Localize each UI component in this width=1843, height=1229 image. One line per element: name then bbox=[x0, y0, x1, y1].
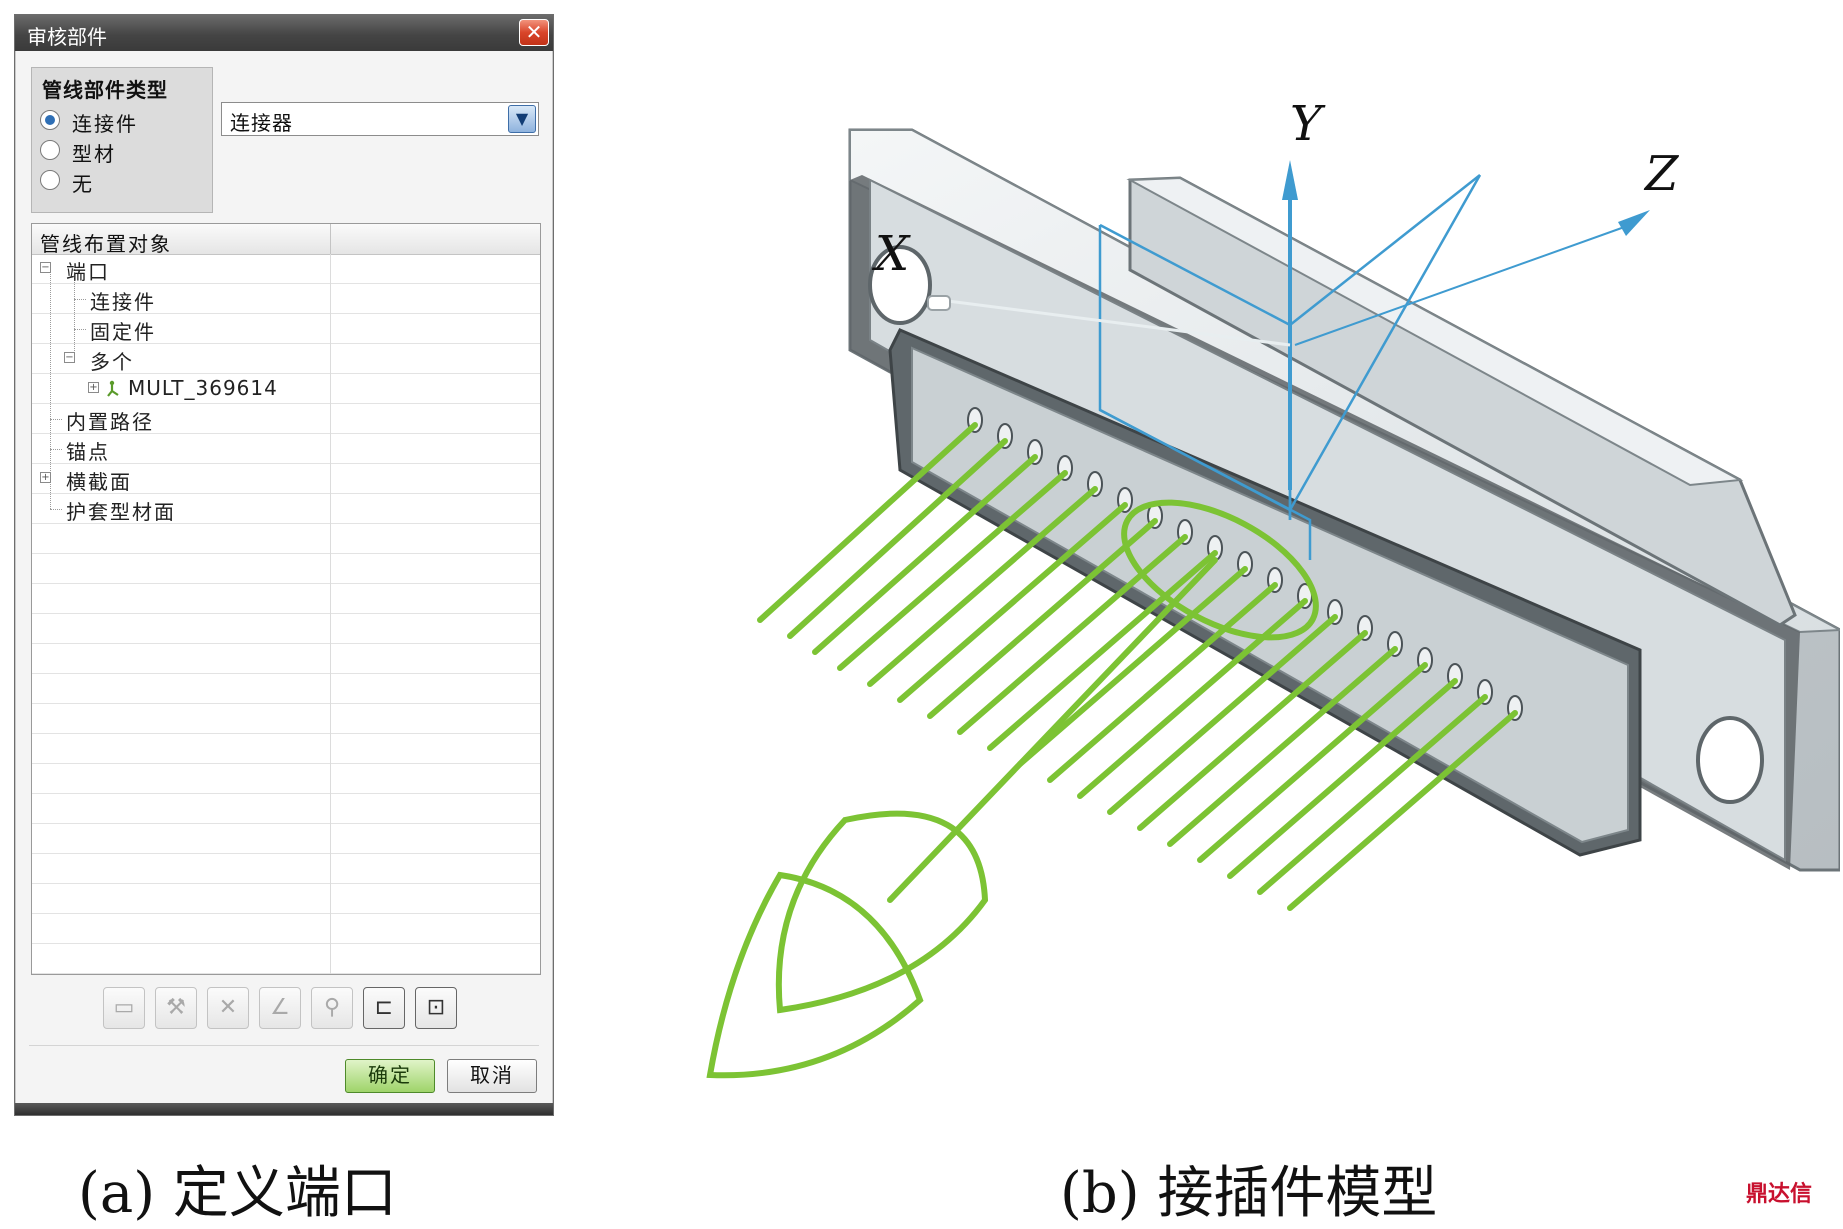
ok-button[interactable]: 确定 bbox=[345, 1059, 435, 1093]
expand-icon[interactable]: + bbox=[88, 382, 99, 393]
tree-line bbox=[50, 449, 62, 450]
dialog-titlebar[interactable]: 审核部件 ✕ bbox=[15, 15, 553, 51]
part-icon bbox=[107, 380, 119, 397]
tree-line bbox=[50, 269, 51, 509]
tree-item-label: 多个 bbox=[90, 350, 134, 374]
mounting-hole bbox=[868, 245, 932, 325]
dialog-bottom-bar bbox=[15, 1103, 553, 1115]
tree-line bbox=[74, 299, 86, 300]
tree-item-label: 锚点 bbox=[66, 440, 110, 464]
connector-model-view: Y Z X bbox=[706, 96, 1840, 1079]
close-icon[interactable]: ✕ bbox=[519, 19, 549, 46]
radio-none-label: 无 bbox=[72, 172, 94, 196]
axis-label-z: Z bbox=[1643, 146, 1680, 202]
chevron-down-icon[interactable]: ▼ bbox=[508, 105, 536, 133]
divider bbox=[29, 1045, 539, 1046]
axis-label-x: X bbox=[871, 226, 911, 282]
tree-item-label: MULT_369614 bbox=[128, 376, 278, 400]
route-icon[interactable]: ∠ bbox=[259, 987, 301, 1029]
y-axis-arrow bbox=[1282, 160, 1298, 200]
tree-line bbox=[74, 329, 86, 330]
new-document-icon[interactable]: ▭ bbox=[103, 987, 145, 1029]
tag-edit-icon[interactable]: ⊡ bbox=[415, 987, 457, 1029]
radio-connector-label: 连接件 bbox=[72, 112, 138, 136]
axis-label-y: Y bbox=[1290, 96, 1326, 152]
dialog-title: 审核部件 bbox=[27, 25, 107, 49]
routing-object-tree: 管线布置对象 − 端口 连接件 固定件 − 多个 bbox=[31, 223, 541, 975]
port-marker bbox=[706, 499, 1319, 1079]
tree-toolbar: ▭ ⚒ ✕ ∠ ⚲ ⊏ ⊡ bbox=[103, 987, 503, 1035]
cancel-button[interactable]: 取消 bbox=[447, 1059, 537, 1093]
z-axis-arrow bbox=[1618, 210, 1650, 236]
watermark-logo: 鼎达信 bbox=[1746, 1182, 1813, 1207]
tree-item-label: 端口 bbox=[66, 260, 110, 284]
tree-line bbox=[50, 419, 62, 420]
part-type-group-label: 管线部件类型 bbox=[42, 78, 168, 102]
caption-a: (a) 定义端口 bbox=[78, 1161, 397, 1226]
x-axis-marker bbox=[927, 295, 951, 311]
tree-item-label: 护套型材面 bbox=[66, 500, 176, 524]
connector-type-select[interactable]: 连接器 ▼ bbox=[221, 102, 539, 136]
mounting-hole bbox=[1696, 716, 1764, 804]
tree-line bbox=[74, 269, 75, 359]
caption-b: (b) 接插件模型 bbox=[1060, 1161, 1438, 1226]
tree-header-label: 管线布置对象 bbox=[40, 232, 172, 256]
connector-back-shell bbox=[1126, 176, 1797, 627]
tree-item-label: 固定件 bbox=[90, 320, 156, 344]
radio-circle[interactable] bbox=[40, 170, 60, 190]
tree-item-label: 内置路径 bbox=[66, 410, 154, 434]
tree-item-label: 横截面 bbox=[66, 470, 132, 494]
column-divider[interactable] bbox=[330, 224, 331, 254]
tree-item-label: 连接件 bbox=[90, 290, 156, 314]
coordinate-frame bbox=[939, 174, 1631, 560]
tree-line bbox=[50, 509, 62, 510]
radio-profile-label: 型材 bbox=[72, 142, 116, 166]
radio-circle-selected[interactable] bbox=[40, 110, 60, 130]
wrench-icon[interactable]: ⚒ bbox=[155, 987, 197, 1029]
audit-part-dialog: 审核部件 ✕ 管线部件类型 连接件 型材 无 连接器 ▼ 管线布置对象 bbox=[14, 14, 554, 1116]
wire-bundle bbox=[757, 422, 1518, 911]
select-value: 连接器 bbox=[230, 111, 293, 135]
collapse-icon[interactable]: − bbox=[40, 262, 51, 273]
part-type-group: 管线部件类型 连接件 型材 无 bbox=[31, 67, 213, 213]
delete-icon[interactable]: ✕ bbox=[207, 987, 249, 1029]
brush-icon[interactable]: ⚲ bbox=[311, 987, 353, 1029]
expand-icon[interactable]: + bbox=[40, 472, 51, 483]
tree-rows: − 端口 连接件 固定件 − 多个 + MULT_369614 bbox=[32, 254, 540, 974]
collapse-icon[interactable]: − bbox=[64, 352, 75, 363]
tag-icon[interactable]: ⊏ bbox=[363, 987, 405, 1029]
radio-circle[interactable] bbox=[40, 140, 60, 160]
tree-header: 管线布置对象 bbox=[32, 224, 540, 256]
